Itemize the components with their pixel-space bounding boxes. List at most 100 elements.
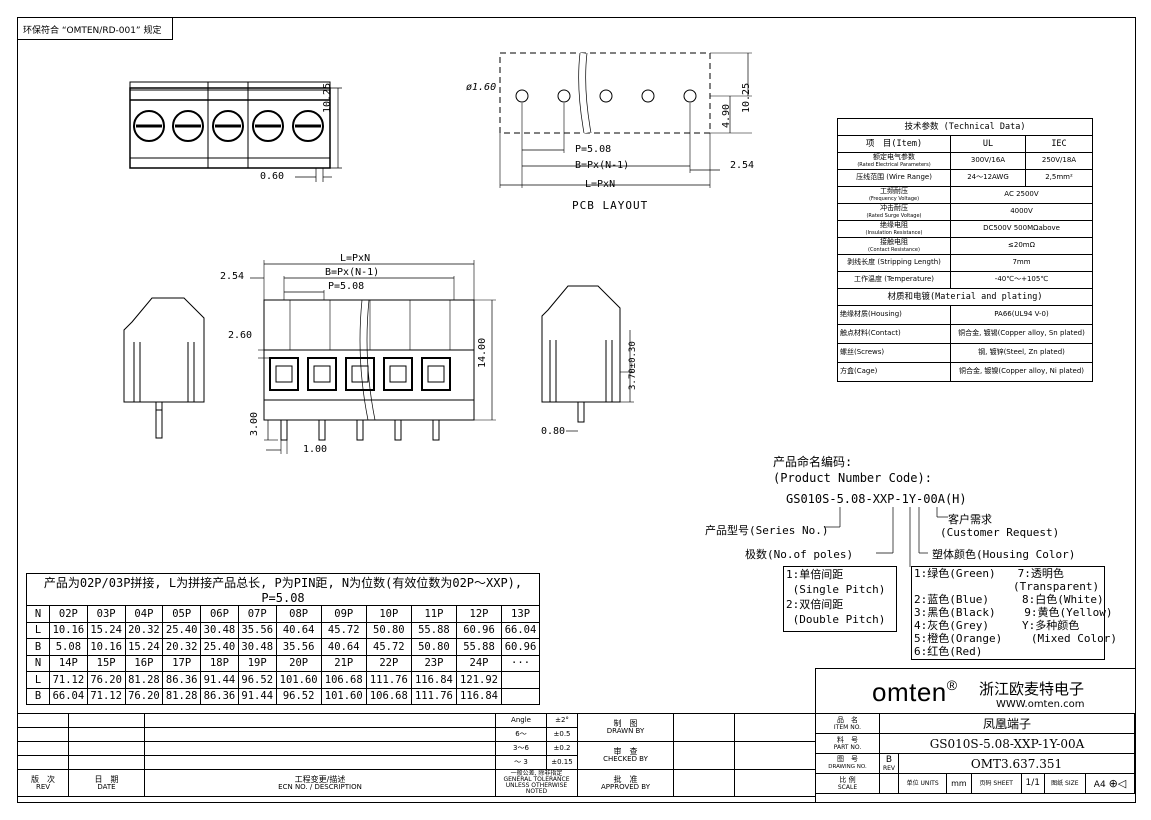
length-cell: 60.96 — [501, 638, 540, 656]
length-cell: 23P — [410, 654, 457, 672]
length-cell: 81.28 — [124, 671, 164, 689]
front-p-dim: P=5.08 — [328, 281, 365, 292]
color-line: 6:红色(Red) — [914, 645, 983, 658]
length-cell: 20P — [275, 654, 322, 672]
length-cell: 10P — [365, 605, 412, 623]
spec-row-value: ≤20mΩ — [950, 237, 1093, 255]
top-view-height-dim: 10.25 — [322, 82, 333, 113]
tol-range: 3～6 — [495, 741, 547, 756]
length-row-header: B — [26, 638, 50, 656]
length-cell: 111.76 — [365, 671, 412, 689]
spec-row-iec: 250V/18A — [1025, 152, 1093, 170]
length-cell: 76.20 — [86, 671, 126, 689]
length-cell: 40.64 — [320, 638, 367, 656]
pcb-layout-drawing — [499, 52, 752, 188]
length-cell: 30.48 — [200, 621, 239, 639]
length-cell: 81.28 — [162, 687, 202, 705]
length-cell: 91.44 — [237, 687, 277, 705]
sheet-label: 页码 SHEET — [970, 773, 1022, 794]
angle-label: Angle — [495, 713, 547, 728]
material-item: 方盒(Cage) — [837, 362, 951, 382]
size-label: 图纸 SIZE — [1043, 773, 1087, 794]
length-row-header: L — [26, 671, 50, 689]
length-cell: 45.72 — [320, 621, 367, 639]
top-view-drawing — [129, 81, 342, 182]
length-cell: 101.60 — [275, 671, 322, 689]
spec-row-item: 工作温度 (Temperature) — [837, 271, 951, 289]
length-cell: 07P — [237, 605, 277, 623]
spec-col-iec: IEC — [1025, 135, 1093, 153]
spec-row-ul: 24～12AWG — [950, 169, 1026, 187]
front-pinw-dim: 1.00 — [303, 444, 328, 455]
front-view-drawing — [250, 260, 496, 454]
length-cell: 71.12 — [86, 687, 126, 705]
length-cell: 86.36 — [200, 687, 239, 705]
color-box: 1:绿色(Green) 7:透明色 (Transparent) 2:蓝色(Blu… — [911, 566, 1117, 660]
poles-label: 极数(No.of poles) — [745, 548, 854, 561]
drawing-value: OMT3.637.351 — [898, 753, 1135, 774]
spec-row-value: AC 2500V — [950, 186, 1093, 204]
length-cell: 18P — [200, 654, 239, 672]
length-cell: 55.88 — [410, 621, 457, 639]
length-cell: 116.84 — [455, 687, 503, 705]
housing-color-label: 塑体颜色(Housing Color) — [932, 548, 1076, 561]
top-view-width-dim: 0.60 — [260, 171, 285, 182]
length-cell: 40.64 — [275, 621, 322, 639]
spec-col-ul: UL — [950, 135, 1026, 153]
material-title: 材质和电镀(Material and plating) — [837, 288, 1093, 306]
spec-table: 技术参数 (Technical Data) 项 目(Item) UL IEC 额… — [837, 118, 1093, 382]
spec-row-item: 剥线长度 (Stripping Length) — [837, 254, 951, 272]
series-label: 产品型号(Series No.) — [705, 524, 829, 537]
length-cell: 116.84 — [410, 671, 457, 689]
front-254-dim: 2.54 — [220, 271, 245, 282]
right-side-view — [541, 285, 634, 432]
registered-icon: ® — [946, 677, 958, 693]
pcb-b-dim: B=Px(N-1) — [575, 160, 630, 171]
length-cell: 09P — [320, 605, 367, 623]
spec-col-item: 项 目(Item) — [837, 135, 951, 153]
pcb-490-dim: 4.90 — [721, 103, 732, 128]
length-cell: 50.80 — [365, 621, 412, 639]
length-cell: 20.32 — [124, 621, 164, 639]
length-cell: 106.68 — [320, 671, 367, 689]
spec-title: 技术参数 (Technical Data) — [837, 118, 1093, 136]
left-side-view — [123, 297, 205, 439]
length-cell: 25.40 — [162, 621, 202, 639]
tol-range: 6～ — [495, 727, 547, 742]
pitch-box: 1:单倍间距 (Single Pitch) 2:双倍间距 (Double Pit… — [783, 566, 897, 632]
length-cell: 35.56 — [237, 621, 277, 639]
color-line: 3:黑色(Black) 9:黄色(Yellow) — [914, 606, 1113, 619]
pcb-l-dim: L=PxN — [585, 179, 616, 190]
length-cell: 15P — [86, 654, 126, 672]
material-value: PA66(UL94 V-0) — [950, 305, 1093, 325]
length-cell: 20.32 — [162, 638, 202, 656]
length-cell: 05P — [162, 605, 202, 623]
spec-row-value: 7mm — [950, 254, 1093, 272]
item-value: 凤凰端子 — [879, 713, 1135, 734]
length-cell: 106.68 — [365, 687, 412, 705]
length-cell: 13P — [501, 605, 540, 623]
length-cell: 35.56 — [275, 638, 322, 656]
front-l-dim: L=PxN — [340, 253, 371, 264]
material-item: 螺丝(Screws) — [837, 343, 951, 363]
length-cell: 45.72 — [365, 638, 412, 656]
pitch-line: (Double Pitch) — [786, 613, 886, 626]
length-cell: 86.36 — [162, 671, 202, 689]
units-label: 单位 UNITS — [897, 773, 948, 794]
material-value: 铜合金, 镀锡(Copper alloy, Sn plated) — [950, 324, 1093, 344]
length-cell: 71.12 — [49, 671, 88, 689]
spec-row-item: 接触电阻(Contact Resistance) — [837, 237, 951, 255]
header-note: 环保符合 “OMTEN/RD-001” 规定 — [23, 26, 162, 36]
length-cell: 96.52 — [275, 687, 322, 705]
brand-text: omten — [872, 677, 947, 707]
company-website: WWW.omten.com — [996, 699, 1085, 710]
units-value: mm — [946, 773, 972, 794]
color-line: 4:灰色(Grey) Y:多种颜色 — [914, 619, 1080, 632]
spec-row-item: 压线范围 (Wire Range) — [837, 169, 951, 187]
header-note-box: 环保符合 “OMTEN/RD-001” 规定 — [17, 17, 173, 40]
